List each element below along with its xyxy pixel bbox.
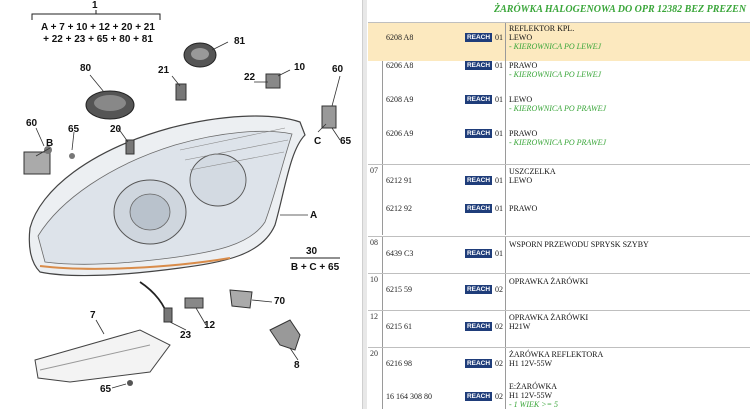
group-07: 07 6212 91 REACH 01 USZCZELKA LEWO 6212 … [368,164,750,235]
callout-B: B [46,138,54,149]
quantity: 02 [495,322,503,331]
pane-divider[interactable] [362,0,367,409]
group-number: 08 [370,238,378,247]
callout-20: 20 [110,124,122,135]
part-number[interactable]: 6206 A9 [386,129,414,138]
parts-list-header: ŻARÓWKA HALOGENOWA DO OPR 12382 BEZ PREZ… [368,0,750,23]
callout-12: 12 [204,320,216,331]
callout-30: 30 [306,246,318,257]
part-number[interactable]: 6206 A8 [386,61,414,70]
table-row[interactable]: 16 164 308 80 REACH 02 E:ŻARÓWKA H1 12V-… [368,378,750,409]
group-number: 20 [370,349,378,358]
callout-60-right: 60 [332,64,344,75]
quantity: 01 [495,95,503,104]
quantity: 02 [495,285,503,294]
quantity: 02 [495,392,503,401]
description: WSPORN PRZEWODU SPRYSK SZYBY [509,240,649,249]
callout-65-right: 65 [340,136,352,147]
callout-70: 70 [274,296,286,307]
group-20: 20 6216 98 REACH 02 ŻARÓWKA REFLEKTORA H… [368,347,750,409]
group-number: 10 [370,275,378,284]
group-number: 07 [370,166,378,175]
reach-badge[interactable]: REACH [465,322,492,331]
callout-A: A [310,210,318,221]
table-row[interactable]: 6208 A9 REACH 01 LEWO - KIEROWNICA PO PR… [368,95,750,129]
table-row[interactable]: 6215 61 REACH 02 OPRAWKA ŻARÓWKI H21W [368,311,750,347]
reach-badge[interactable]: REACH [465,359,492,368]
quantity: 01 [495,249,503,258]
quantity: 01 [495,61,503,70]
reach-badge[interactable]: REACH [465,33,492,42]
part-number[interactable]: 16 164 308 80 [386,392,432,401]
description: E:ŻARÓWKA H1 12V-55W - 1 WIEK >= 5 [509,382,559,409]
callout-C: C [314,136,322,147]
description: OPRAWKA ŻARÓWKI H21W [509,313,589,331]
group-number: 12 [370,312,378,321]
reach-badge[interactable]: REACH [465,129,492,138]
headlamp-drawing [23,10,341,389]
reach-badge[interactable]: REACH [465,61,492,70]
quantity: 01 [495,176,503,185]
callout-65-bottom: 65 [100,384,112,395]
group-08: 08 6439 C3 REACH 01 WSPORN PRZEWODU SPRY… [368,236,750,273]
part-number[interactable]: 6212 92 [386,204,412,213]
description: REFLEKTOR KPL. LEWO - KIEROWNICA PO LEWE… [509,24,602,51]
callout-22: 22 [244,72,256,83]
part-number[interactable]: 6216 98 [386,359,412,368]
description: OPRAWKA ŻARÓWKI [509,277,589,286]
callout-7: 7 [90,310,96,321]
table-row[interactable]: 6208 A8 REACH 01 REFLEKTOR KPL. LEWO - K… [368,23,750,61]
table-row[interactable]: 6439 C3 REACH 01 WSPORN PRZEWODU SPRYSK … [368,237,750,273]
table-row[interactable]: 6215 59 REACH 02 OPRAWKA ŻARÓWKI [368,274,750,310]
parts-list-title: ŻARÓWKA HALOGENOWA DO OPR 12382 BEZ PREZ… [494,4,747,15]
table-row[interactable]: 6206 A9 REACH 01 PRAWO - KIEROWNICA PO P… [368,129,750,165]
quantity: 01 [495,204,503,213]
callout-8: 8 [294,360,300,371]
reach-badge[interactable]: REACH [465,95,492,104]
description: USZCZELKA LEWO [509,167,556,185]
callout-80: 80 [80,63,92,74]
reach-badge[interactable]: REACH [465,249,492,258]
description: LEWO - KIEROWNICA PO PRAWEJ [509,95,607,113]
callout-1: 1 [92,0,98,11]
reach-badge[interactable]: REACH [465,176,492,185]
quantity: 01 [495,129,503,138]
description: PRAWO - KIEROWNICA PO PRAWEJ [509,129,607,147]
part-number[interactable]: 6212 91 [386,176,412,185]
group-01: 01 6208 A8 REACH 01 REFLEKTOR KPL. LEWO … [368,22,750,165]
part-number[interactable]: 6215 59 [386,285,412,294]
quantity: 02 [495,359,503,368]
kit-formula-line-1: A + 7 + 10 + 12 + 20 + 21 [41,22,155,33]
callout-65-left: 65 [68,124,80,135]
part-number[interactable]: 6439 C3 [386,249,414,258]
callout-81: 81 [234,36,246,47]
description: ŻARÓWKA REFLEKTORA H1 12V-55W [509,350,604,368]
group-12: 12 6215 61 REACH 02 OPRAWKA ŻARÓWKI H21W [368,310,750,347]
quantity: 01 [495,33,503,42]
table-row[interactable]: 6206 A8 REACH 01 PRAWO - KIEROWNICA PO L… [368,61,750,95]
table-row[interactable]: 6212 91 REACH 01 USZCZELKA LEWO [368,165,750,199]
part-number[interactable]: 6215 61 [386,322,412,331]
part-number[interactable]: 6208 A9 [386,95,414,104]
reach-badge[interactable]: REACH [465,285,492,294]
table-row[interactable]: 6212 92 REACH 01 PRAWO [368,199,750,235]
kit-formula-line-2: + 22 + 23 + 65 + 80 + 81 [43,34,153,45]
reach-badge[interactable]: REACH [465,392,492,401]
group-10: 10 6215 59 REACH 02 OPRAWKA ŻARÓWKI [368,273,750,310]
description: PRAWO - KIEROWNICA PO LEWEJ [509,61,602,79]
callout-21: 21 [158,65,170,76]
table-row[interactable]: 6216 98 REACH 02 ŻARÓWKA REFLEKTORA H1 1… [368,348,750,378]
callout-23: 23 [180,330,192,341]
description: PRAWO [509,204,538,213]
parts-list-pane: ŻARÓWKA HALOGENOWA DO OPR 12382 BEZ PREZ… [368,0,750,409]
subassembly-formula: B + C + 65 [290,262,340,273]
callout-10: 10 [294,62,306,73]
part-number[interactable]: 6208 A8 [386,33,414,42]
callout-60-left: 60 [26,118,38,129]
reach-badge[interactable]: REACH [465,204,492,213]
exploded-diagram: 1 A + 7 + 10 + 12 + 20 + 21 + 22 + 23 + … [0,0,362,409]
